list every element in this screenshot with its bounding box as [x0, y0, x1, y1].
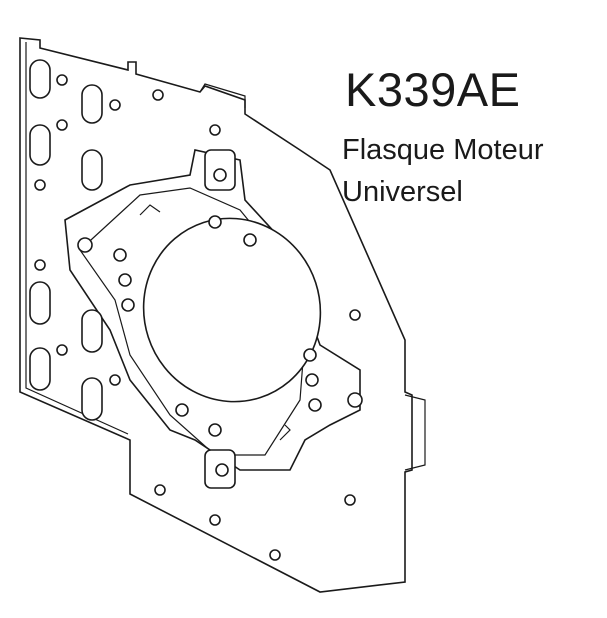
- mounting-holes: [34, 74, 363, 561]
- product-description-line1: Flasque Moteur: [342, 134, 544, 166]
- central-opening: [142, 217, 322, 403]
- product-reference: K339AE: [345, 63, 521, 116]
- arrow-marks: [139, 204, 291, 441]
- product-description-line2: Universel: [342, 176, 463, 208]
